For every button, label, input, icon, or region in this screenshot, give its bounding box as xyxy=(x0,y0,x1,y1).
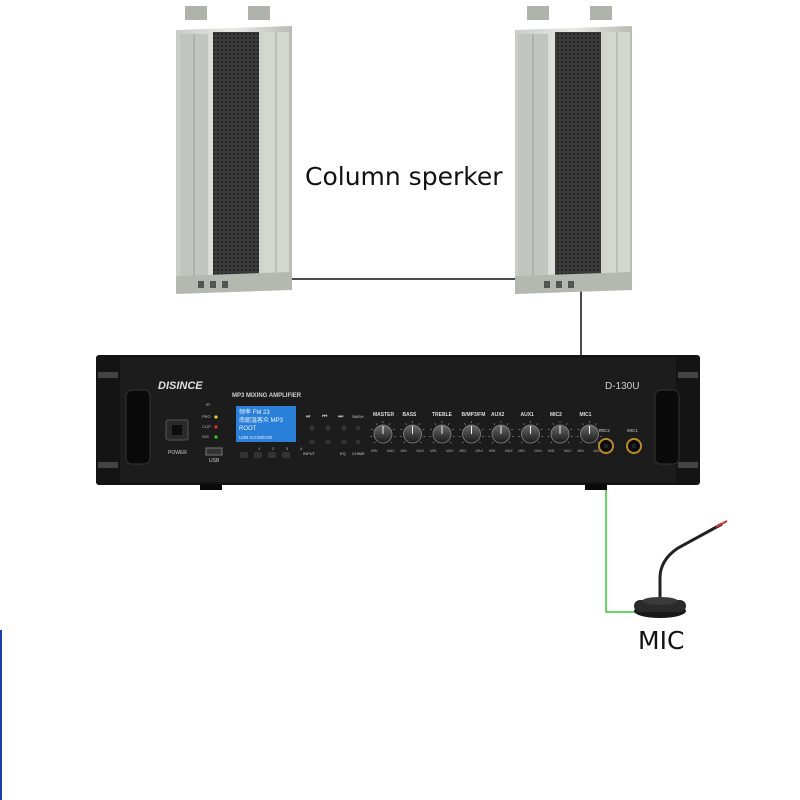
knob-min-label: MIN xyxy=(401,449,408,453)
mic-caption: MIC xyxy=(638,626,685,655)
preset-number-4: 4 xyxy=(300,446,303,451)
knob-max-label: MAX xyxy=(535,449,543,453)
power-label: POWER xyxy=(168,450,187,456)
svg-text:⏯: ⏯ xyxy=(306,414,311,420)
knob-label: TREBLE xyxy=(432,412,453,418)
usb-label: USB xyxy=(209,458,220,464)
knob-min-label: MIN xyxy=(430,449,437,453)
lcd-line-4: USB 0:0:00/0:00 xyxy=(239,435,273,440)
knob-min-label: MIN xyxy=(519,449,526,453)
knob-treble[interactable]: TREBLE MIN MAX xyxy=(429,412,455,453)
knob-label: AUX1 xyxy=(521,412,535,418)
mixing-amplifier: DISINCE D-130U MP3 MIXING AMPLIFIER POWE… xyxy=(96,355,700,490)
knob-max-label: MAX xyxy=(594,449,602,453)
knob-max-label: MAX xyxy=(564,449,572,453)
lcd-display xyxy=(236,406,296,442)
gooseneck-microphone xyxy=(634,520,728,618)
jack-label-mic2: MIC2 xyxy=(599,428,610,433)
knob-b-mp3-fm[interactable]: B/MP3/FM MIN MAX xyxy=(458,412,486,453)
lcd-line-2: 南妮温客众 MP3 xyxy=(239,416,284,424)
preset-number-1: 1 xyxy=(258,446,261,451)
knob-min-label: MIN xyxy=(371,449,378,453)
knob-label: BASS xyxy=(403,412,418,418)
column-speaker-left xyxy=(176,6,292,294)
knob-max-label: MAX xyxy=(446,449,454,453)
usb-port[interactable] xyxy=(205,447,223,456)
model-label: D-130U xyxy=(605,381,639,392)
indicator-sig: SIG xyxy=(202,434,209,439)
knob-max-label: MAX xyxy=(505,449,513,453)
lcd-line-1: 频率 FM 23 xyxy=(239,408,270,416)
knob-master[interactable]: MASTER MIN MAX xyxy=(370,412,396,453)
knob-label: MASTER xyxy=(373,412,395,418)
preset-buttons[interactable]: 1 2 3 4 xyxy=(240,446,303,458)
column-speaker-right xyxy=(515,6,632,294)
knob-label: AUX2 xyxy=(491,412,505,418)
brand-logo: DISINCE xyxy=(158,380,203,392)
knob-label: B/MP3/FM xyxy=(462,412,486,418)
player-buttons[interactable]: ⏯ ⏮ ⏭ SMSH INPUT EQ CHIME xyxy=(303,414,365,456)
indicator-leds: IR PRO CLIP SIG xyxy=(202,402,218,439)
knob-label: MIC2 xyxy=(550,412,562,418)
indicator-pro: PRO xyxy=(202,414,211,419)
player-label-input: INPUT xyxy=(303,451,316,456)
knob-max-label: MAX xyxy=(387,449,395,453)
svg-text:⏮: ⏮ xyxy=(322,414,328,420)
player-label-eq: EQ xyxy=(340,451,346,456)
panel-title: MP3 MIXING AMPLIFIER xyxy=(232,393,302,399)
player-label-chime: CHIME xyxy=(352,451,365,456)
knob-label: MIC1 xyxy=(580,412,592,418)
jack-label-mic1: MIC1 xyxy=(627,428,638,433)
knob-min-label: MIN xyxy=(578,449,585,453)
knob-max-label: MAX xyxy=(476,449,484,453)
preset-number-3: 3 xyxy=(286,446,289,451)
knob-min-label: MIN xyxy=(548,449,555,453)
svg-text:⏭: ⏭ xyxy=(338,414,344,420)
knob-min-label: MIN xyxy=(489,449,496,453)
indicator-clip: CLIP xyxy=(202,424,211,429)
knob-min-label: MIN xyxy=(460,449,467,453)
speaker-caption: Column sperker xyxy=(305,162,503,191)
lcd-line-3: ROOT xyxy=(239,426,257,432)
indicator-ir: IR xyxy=(206,402,210,407)
knob-max-label: MAX xyxy=(417,449,425,453)
edge-line xyxy=(0,630,2,800)
speaker-cable xyxy=(288,278,582,355)
mic-jacks: MIC2 MIC1 xyxy=(598,428,642,454)
preset-number-2: 2 xyxy=(272,446,275,451)
knob-bass[interactable]: BASS MIN MAX xyxy=(399,412,426,453)
player-label-smsh: SMSH xyxy=(352,414,364,419)
mic-cable xyxy=(605,450,636,613)
